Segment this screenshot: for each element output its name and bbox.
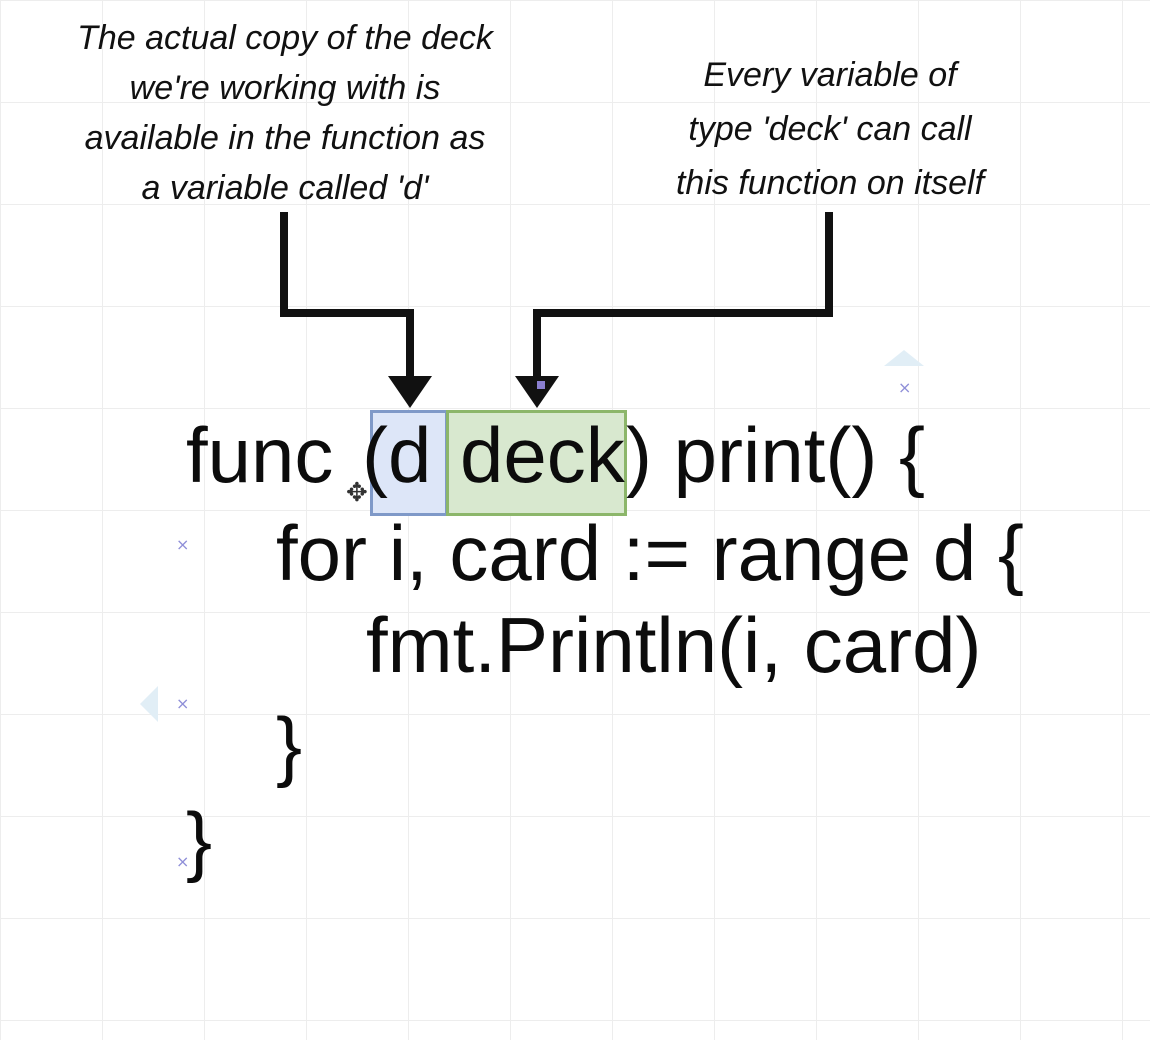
- arrow-head-icon: [515, 376, 559, 408]
- x-marker-icon: ×: [176, 535, 190, 554]
- code-line-println: fmt.Println(i, card): [366, 601, 982, 689]
- connection-anchor-handle[interactable]: [537, 381, 545, 389]
- resize-handle-left-icon[interactable]: [140, 686, 158, 722]
- receiver-variable-note: The actual copy of the deck we're workin…: [20, 13, 550, 213]
- receiver-variable-arrow[interactable]: [280, 212, 432, 408]
- x-marker-icon: ×: [898, 378, 912, 397]
- move-cursor-icon: ✥: [346, 478, 368, 508]
- resize-handle-top-icon[interactable]: [884, 350, 924, 366]
- code-receiver-variable: d: [388, 411, 432, 499]
- code-line-close-func: }: [186, 796, 213, 884]
- receiver-type-note: Every variable of type 'deck' can call t…: [620, 48, 1040, 210]
- receiver-type-highlight[interactable]: [446, 410, 627, 516]
- x-marker-icon: ×: [176, 694, 190, 713]
- code-keyword-func: func: [186, 411, 334, 499]
- note-line: a variable called 'd': [141, 169, 429, 207]
- code-line-for-range: for i, card := range d {: [276, 509, 1024, 597]
- note-line: Every variable of: [703, 56, 957, 94]
- connector-arrows: [280, 212, 833, 408]
- note-line: The actual copy of the deck: [77, 19, 493, 57]
- note-line: this function on itself: [675, 164, 985, 202]
- code-signature-rest: ) print() {: [626, 411, 926, 499]
- diagram-canvas: The actual copy of the deck we're workin…: [20, 13, 1040, 884]
- note-line: we're working with is: [129, 69, 441, 107]
- receiver-type-arrow[interactable]: [515, 212, 833, 408]
- note-line: type 'deck' can call: [688, 110, 972, 148]
- note-line: available in the function as: [84, 119, 486, 157]
- code-line-close-for: }: [276, 701, 303, 789]
- x-marker-icon: ×: [176, 852, 190, 871]
- code-open-paren: (: [362, 411, 388, 499]
- code-receiver-type: deck: [460, 411, 625, 499]
- arrow-head-icon: [388, 376, 432, 408]
- code-line-func-signature: func ( d deck ) print() {: [186, 410, 925, 1040]
